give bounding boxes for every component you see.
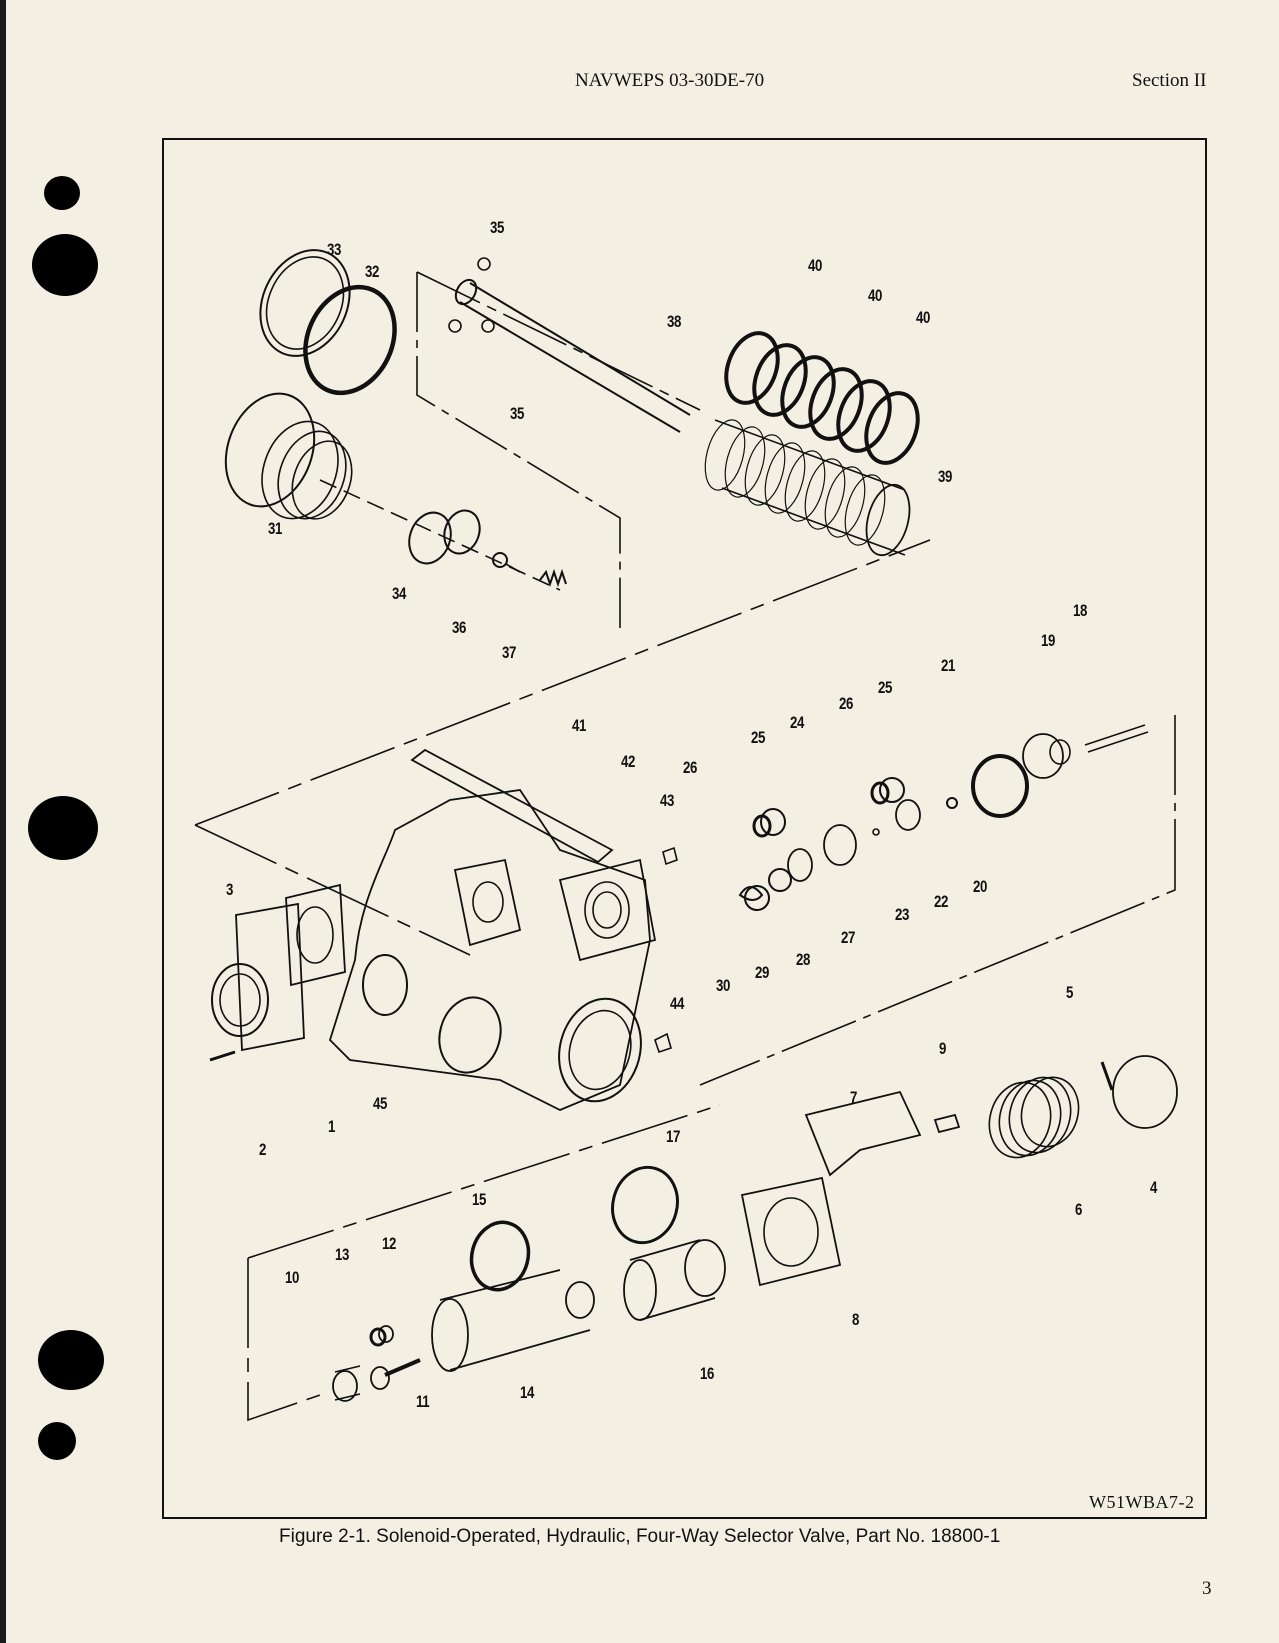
callout-33: 33 [327, 240, 341, 259]
callout-28: 28 [796, 950, 810, 969]
callout-22: 22 [934, 892, 948, 911]
callout-34: 34 [392, 584, 406, 603]
exploded-view-drawing [194, 249, 1178, 1422]
drawing-code: W51WBA7-2 [1089, 1492, 1195, 1512]
document-number: NAVWEPS 03-30DE-70 [575, 70, 765, 91]
punch-hole [38, 1422, 76, 1460]
callout-17: 17 [666, 1127, 680, 1146]
callout-35: 35 [490, 218, 504, 237]
callout-35: 35 [510, 404, 524, 423]
callout-4: 4 [1150, 1178, 1157, 1197]
callout-7: 7 [850, 1088, 857, 1107]
callout-13: 13 [335, 1245, 349, 1264]
callout-8: 8 [852, 1310, 859, 1329]
callout-12: 12 [382, 1234, 396, 1253]
callout-31: 31 [268, 519, 282, 538]
callout-41: 41 [572, 716, 586, 735]
callout-38: 38 [667, 312, 681, 331]
callout-25: 25 [878, 678, 892, 697]
callout-1: 1 [328, 1117, 335, 1136]
binder-edge [0, 0, 6, 1643]
callout-26: 26 [683, 758, 697, 777]
callout-23: 23 [895, 905, 909, 924]
punch-hole [44, 176, 80, 210]
callout-43: 43 [660, 791, 674, 810]
callout-9: 9 [939, 1039, 946, 1058]
callout-3: 3 [226, 880, 233, 899]
callout-44: 44 [670, 994, 684, 1013]
callout-20: 20 [973, 877, 987, 896]
callout-40: 40 [868, 286, 882, 305]
callout-19: 19 [1041, 631, 1055, 650]
section-label: Section II [1132, 70, 1207, 91]
callout-36: 36 [452, 618, 466, 637]
callout-24: 24 [790, 713, 804, 732]
callout-2: 2 [259, 1140, 266, 1159]
callout-29: 29 [755, 963, 769, 982]
callout-6: 6 [1075, 1200, 1082, 1219]
callout-26: 26 [839, 694, 853, 713]
punch-hole [38, 1330, 104, 1390]
callout-30: 30 [716, 976, 730, 995]
punch-hole [32, 234, 98, 296]
punch-hole [28, 796, 98, 860]
callout-27: 27 [841, 928, 855, 947]
callout-32: 32 [365, 262, 379, 281]
callout-37: 37 [502, 643, 516, 662]
callout-42: 42 [621, 752, 635, 771]
callout-25: 25 [751, 728, 765, 747]
callout-40: 40 [808, 256, 822, 275]
figure-frame [162, 138, 1207, 1519]
callout-16: 16 [700, 1364, 714, 1383]
callout-14: 14 [520, 1383, 534, 1402]
callout-39: 39 [938, 467, 952, 486]
callout-10: 10 [285, 1268, 299, 1287]
callout-18: 18 [1073, 601, 1087, 620]
callout-5: 5 [1066, 983, 1073, 1002]
callout-45: 45 [373, 1094, 387, 1113]
callout-21: 21 [941, 656, 955, 675]
callout-15: 15 [472, 1190, 486, 1209]
callout-40: 40 [916, 308, 930, 327]
figure-caption: Figure 2-1. Solenoid-Operated, Hydraulic… [279, 1526, 1001, 1547]
callout-11: 11 [416, 1392, 430, 1411]
page-number: 3 [1202, 1578, 1212, 1599]
